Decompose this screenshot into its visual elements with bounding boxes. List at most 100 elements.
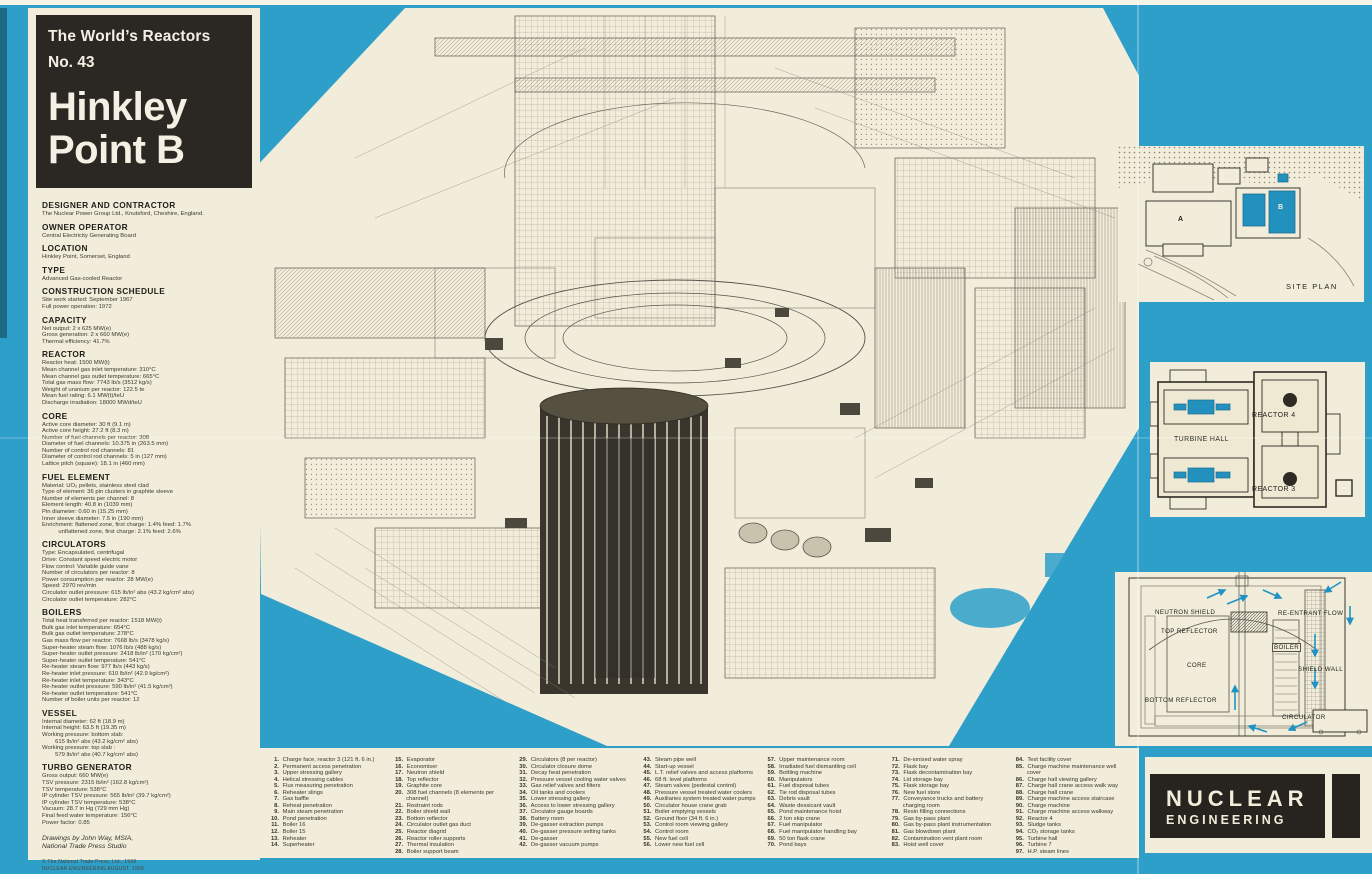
legend-item-number: 82. <box>891 835 900 842</box>
legend-item-number: 11. <box>271 822 279 829</box>
turbine-hall-label: TURBINE HALL <box>1174 436 1229 443</box>
legend-column: 1. Charge face, reactor 3 (121 ft. 6 in.… <box>267 757 384 852</box>
spec-line: Gross output: 660 MW(e) <box>42 773 109 780</box>
publication-line: NUCLEAR ENGINEERING AUGUST, 1968 <box>42 866 144 873</box>
legend-item: 21. Restraint rods <box>391 803 508 810</box>
spec-line: IP cylinder TSV pressure: 565 lb/in² (39… <box>42 793 171 800</box>
legend-item: 52. Ground floor (34 ft. 6 in.) <box>639 816 756 823</box>
legend-item-text: H.P. steam lines <box>1025 848 1069 855</box>
legend-item: 22. Boiler shield wall <box>391 809 508 816</box>
legend-item: 11. Boiler 16 <box>267 822 384 829</box>
paper-edge-top <box>0 0 1372 5</box>
legend-item-number: 61. <box>767 783 776 790</box>
legend-item: 53. Control room viewing gallery <box>639 822 756 829</box>
legend-item-text: Circulator closure dome <box>529 763 593 770</box>
legend-item-text: Flux measuring penetration <box>281 783 353 790</box>
legend-item-number: 29. <box>519 757 528 763</box>
legend-item: 3. Upper stressing gallery <box>267 770 384 777</box>
spec-line: Site work started: September 1967 <box>42 297 133 304</box>
spec-line: Total heat transferred per reactor: 1518… <box>42 618 162 625</box>
legend-item: 16. Economiser <box>391 764 508 771</box>
legend-item: 48. Pressure vessel treated water cooler… <box>639 790 756 797</box>
legend-item-text: Charge face, reactor 3 (121 ft. 6 in.) <box>281 757 375 763</box>
legend-item-text: 308 fuel channels (8 elements per channe… <box>405 789 495 803</box>
spec-line: Vacuum: 28.7 in Hg (729 mm Hg) <box>42 806 130 813</box>
spec-line: Number of boiler units per reactor: 12 <box>42 697 140 704</box>
legend-item: 78. Resin filling connections <box>888 809 1005 816</box>
legend-item-number: 62. <box>767 789 776 796</box>
legend-item-text: Circulator gauge boards <box>529 809 593 816</box>
legend-item-text: Gas relief valves and filters <box>529 783 601 790</box>
legend-item-number: 69. <box>767 835 776 842</box>
legend-item: 74. Lid storage bay <box>888 777 1005 784</box>
spec-line: Diameter of fuel channels: 10.375 in (26… <box>42 441 169 448</box>
legend-item-text: Boiler 15 <box>281 829 306 836</box>
nuclear-engineering-logo: NUCLEAR ENGINEERING <box>1150 774 1325 838</box>
legend-item-number: 18. <box>395 776 404 783</box>
legend-item-text: Resin filling connections <box>901 809 966 816</box>
legend-item-number: 2. <box>274 763 279 770</box>
spec-line: Active core height: 27.2 ft (8.3 m) <box>42 428 129 435</box>
spec-heading: CIRCULATORS <box>42 539 107 550</box>
legend-item-number: 68. <box>767 829 776 836</box>
legend-item-number: 67. <box>767 822 776 829</box>
logo-side-block <box>1332 774 1360 838</box>
spec-line: Inner sleeve diameter: 7.5 in (190 mm) <box>42 515 144 522</box>
legend-item-text: Decay heat penetration <box>529 770 591 777</box>
legend-item: 43. Steam pipe well <box>639 757 756 764</box>
legend-item: 91. Charge machine access walkway <box>1012 809 1129 816</box>
legend-item-text: Tie rod disposal tubes <box>777 789 836 796</box>
legend-item: 93. Sludge tanks <box>1012 822 1129 829</box>
legend-item-text: Debris vault <box>777 796 810 803</box>
legend-item-number: 92. <box>1015 815 1024 822</box>
legend-item-number: 71. <box>891 757 900 763</box>
legend-item-text: New fuel cell <box>653 835 688 842</box>
legend-item-number: 66. <box>767 815 776 822</box>
spec-heading: CAPACITY <box>42 314 87 325</box>
legend-item-number: 41. <box>519 835 528 842</box>
site-plan-building-a-label: A <box>1178 216 1184 223</box>
legend-item-number: 96. <box>1015 842 1024 849</box>
legend-item-text: Circulator house crane grab <box>653 802 727 809</box>
spec-line: Net output: 2 x 625 MW(e) <box>42 325 112 332</box>
spec-line: Diameter of control rod channels: 5 in (… <box>42 454 167 461</box>
legend-item: 27. Thermal insulation <box>391 842 508 849</box>
spec-line: Hinkley Point, Somerset, England <box>42 254 130 261</box>
spec-line: Circulator outlet pressure: 615 lb/in² a… <box>42 589 194 596</box>
legend-item-text: Graphite core <box>405 783 442 790</box>
legend-item-text: Reactor roller supports <box>405 835 466 842</box>
legend-item-text: Pond penetration <box>281 815 327 822</box>
legend-item: 60. Manipulators <box>764 777 881 784</box>
sidebar: The World’s Reactors No. 43 Hinkley Poin… <box>28 8 260 872</box>
legend-item-text: Flask decontamination bay <box>901 770 973 777</box>
legend-item-text: 50 ton flask crane <box>777 835 825 842</box>
legend-item-number: 95. <box>1015 835 1024 842</box>
spec-line: Number of fuel channels per reactor: 308 <box>42 434 150 441</box>
legend-item-text: Boiler 16 <box>281 822 306 829</box>
spec-line: Super-heater steam flow: 1076 lb/s (488 … <box>42 644 162 651</box>
legend-item-number: 45. <box>643 770 652 777</box>
legend-item-text: Gas by-pass plant <box>901 815 951 822</box>
legend-item: 56. Lower new fuel cell <box>639 842 756 849</box>
legend-item-text: Waste dessicant vault <box>777 802 836 809</box>
legend-item: 13. Reheater <box>267 836 384 843</box>
legend-item: 51. Boiler emptying vessels <box>639 809 756 816</box>
legend-item-text: Boiler emptying vessels <box>653 809 716 816</box>
logo-line1: NUCLEAR <box>1166 785 1309 811</box>
poster-title: Hinkley Point B <box>48 86 240 172</box>
legend-item-text: Gas blowdown plant <box>901 829 956 836</box>
legend-item-number: 52. <box>643 815 652 822</box>
legend-item: 95. Turbine hall <box>1012 836 1129 843</box>
spec-line: Number of elements per channel: 8 <box>42 495 135 502</box>
spec-line: Re-heater steam flow: 977 lb/s (443 kg/s… <box>42 664 150 671</box>
legend-item: 85. Charge machine maintenance well cove… <box>1012 764 1129 777</box>
legend-item-text: Superheater <box>281 842 315 849</box>
legend-item: 67. Fuel manipulator <box>764 822 881 829</box>
legend-item-text: Lid storage bay <box>901 776 943 783</box>
legend-item: 79. Gas by-pass plant <box>888 816 1005 823</box>
legend-item-number: 59. <box>767 770 776 777</box>
legend-item: 32. Pressure vessel cooling water valves <box>515 777 632 784</box>
legend-item-number: 81. <box>891 829 900 836</box>
